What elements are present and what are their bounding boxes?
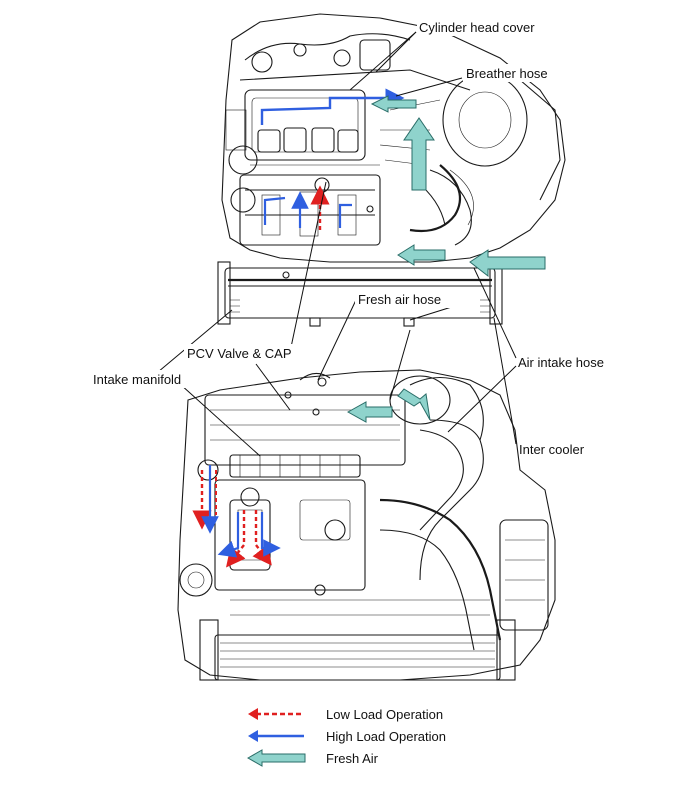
leader-lines — [157, 31, 517, 457]
side-high-load-path-3 — [260, 512, 281, 557]
leader-cylinder-head-2 — [349, 31, 417, 91]
leader-inter-cooler — [493, 317, 517, 445]
legend-fresh-air-label: Fresh Air — [326, 751, 379, 766]
top-fresh-air-arrow-3 — [397, 244, 446, 266]
leader-intake-manifold-1 — [157, 309, 233, 373]
top-fresh-air-arrow-4 — [469, 249, 546, 278]
legend-low-load-label: Low Load Operation — [326, 707, 443, 722]
legend-high-load: High Load Operation — [248, 729, 446, 744]
engine-side-view — [177, 369, 556, 681]
side-fresh-air-arrow-2 — [397, 388, 431, 421]
leader-fresh-air-hose-3 — [389, 329, 411, 401]
label-breather-hose: Breather hose — [466, 66, 548, 81]
legend-fresh-air-swatch — [246, 749, 306, 767]
leader-intake-manifold-2 — [179, 383, 261, 457]
top-fresh-air-arrow-2 — [403, 117, 435, 191]
legend-low-load: Low Load Operation — [248, 707, 443, 722]
top-fresh-air-arrow-1 — [370, 95, 417, 113]
leader-cylinder-head-1 — [375, 31, 417, 73]
top-high-load-path-4 — [338, 203, 352, 228]
engine-top-view — [217, 13, 566, 327]
top-high-load-path-2 — [263, 196, 286, 225]
label-fresh-air-hose: Fresh air hose — [358, 292, 441, 307]
leader-air-intake-top — [473, 267, 517, 359]
labels: Cylinder head cover Breather hose Fresh … — [90, 18, 604, 457]
side-fresh-air-arrow-1 — [346, 401, 393, 423]
label-cylinder-head-cover: Cylinder head cover — [419, 20, 535, 35]
label-pcv-valve-cap: PCV Valve & CAP — [187, 346, 292, 361]
leader-air-intake-side — [447, 365, 517, 433]
side-flow-arrows — [192, 388, 431, 568]
legend-low-load-arrowhead — [248, 708, 258, 720]
top-high-load-path-1 — [260, 88, 405, 125]
leader-breather-hose — [395, 77, 463, 97]
label-intake-manifold: Intake manifold — [93, 372, 181, 387]
side-low-load-path-4 — [252, 510, 272, 566]
leader-pcv-side — [255, 363, 291, 411]
legend-high-load-label: High Load Operation — [326, 729, 446, 744]
side-high-load-path-2 — [217, 512, 240, 558]
legend: Low Load Operation High Load Operation F… — [246, 707, 446, 767]
leader-fresh-air-hose-1 — [317, 299, 357, 381]
label-air-intake-hose: Air intake hose — [518, 355, 604, 370]
legend-fresh-air: Fresh Air — [246, 749, 379, 767]
leader-pcv-top — [289, 181, 327, 353]
top-flow-arrows — [260, 88, 546, 278]
legend-high-load-arrowhead — [248, 730, 258, 742]
side-low-load-path-3 — [226, 510, 246, 568]
label-inter-cooler: Inter cooler — [519, 442, 585, 457]
